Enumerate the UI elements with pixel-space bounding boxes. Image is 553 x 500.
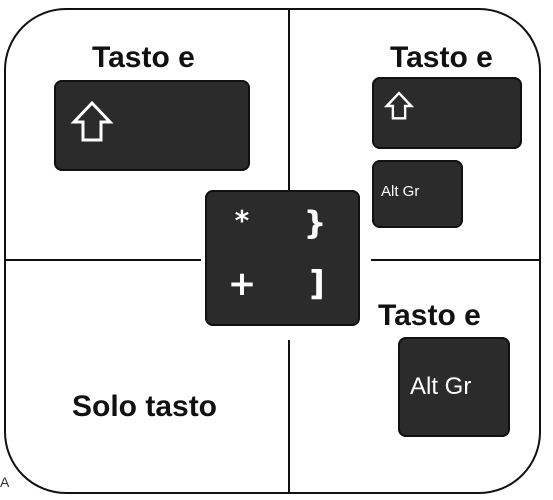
shift-arrow-icon <box>70 100 114 142</box>
bottom-left-heading: Solo tasto <box>72 390 218 423</box>
center-key-top-right-glyph: } <box>303 204 327 242</box>
top-right-heading: Tasto e <box>390 41 493 74</box>
center-key: * } + ] <box>205 190 360 326</box>
diagram-frame <box>4 8 541 494</box>
edge-character: A <box>0 474 10 490</box>
center-key-top-left-glyph: * <box>234 204 250 237</box>
horizontal-divider-left <box>6 259 201 261</box>
altgr-key-small: Alt Gr <box>372 160 463 228</box>
vertical-divider-top <box>288 10 290 190</box>
center-key-bottom-right-glyph: ] <box>309 264 325 304</box>
altgr-key-label: Alt Gr <box>381 183 420 200</box>
altgr-key-label: Alt Gr <box>410 373 472 400</box>
bottom-right-heading: Tasto e <box>378 299 481 332</box>
top-left-heading: Tasto e <box>92 41 195 74</box>
altgr-key-large: Alt Gr <box>398 337 510 437</box>
shift-arrow-icon <box>384 91 414 120</box>
horizontal-divider-right <box>371 259 539 261</box>
center-key-bottom-left-glyph: + <box>227 264 257 304</box>
vertical-divider-bottom <box>288 340 290 492</box>
shift-key-small <box>372 77 522 149</box>
shift-key-large <box>54 80 250 171</box>
